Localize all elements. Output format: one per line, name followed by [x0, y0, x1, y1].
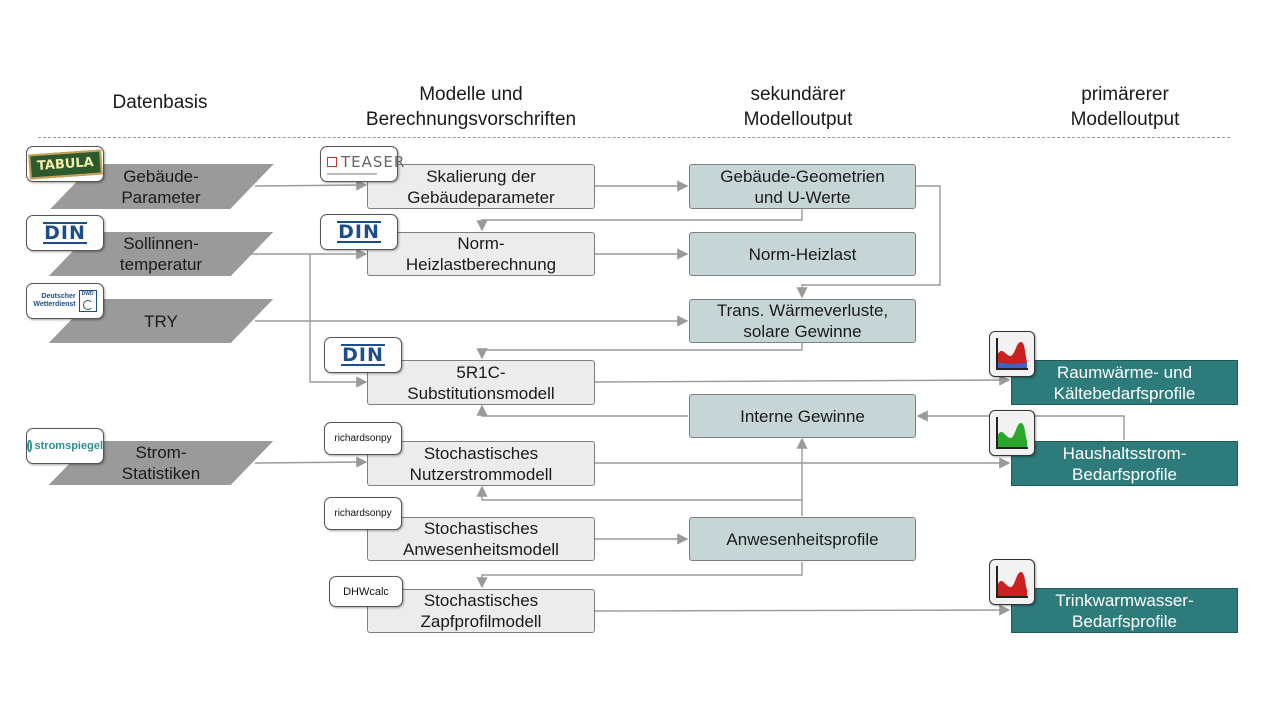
header-datenbasis: Datenbasis — [112, 92, 208, 113]
secondary-norm-heizlast: Norm-Heizlast — [689, 232, 916, 276]
dhwcalc-logo: DHWcalc — [329, 576, 403, 607]
header-primaer: primärerer Modelloutput — [1070, 84, 1180, 130]
header-modelle: Modelle und Berechnungsvorschriften — [365, 84, 577, 130]
electricity-profile-icon — [989, 410, 1035, 456]
heating-cooling-profile-icon — [989, 331, 1035, 377]
din-logo-5r1c: DIN — [324, 337, 402, 373]
primary-haushaltsstrom: Haushaltsstrom-Bedarfsprofile — [1011, 441, 1238, 486]
primary-trinkwarmwasser: Trinkwarmwasser-Bedarfsprofile — [1011, 588, 1238, 633]
model-norm-heizlastberechnung: Norm-Heizlastberechnung — [367, 232, 595, 276]
richardsonpy-logo-anwesenheit: richardsonpy — [324, 497, 402, 530]
input-strom-statistiken-label: Strom-Statistiken — [121, 443, 201, 483]
teaser-logo: TEASER — [320, 146, 404, 182]
secondary-trans-waermeverluste: Trans. Wärmeverluste,solare Gewinne — [689, 299, 916, 343]
model-5r1c: 5R1C-Substitutionsmodell — [367, 360, 595, 405]
din-logo: DIN — [26, 215, 104, 251]
secondary-anwesenheitsprofile: Anwesenheitsprofile — [689, 517, 916, 561]
secondary-interne-gewinne: Interne Gewinne — [689, 394, 916, 438]
richardsonpy-logo-nutzerstrom: richardsonpy — [324, 422, 402, 455]
input-sollinnentemperatur-label: Sollinnen-temperatur — [119, 234, 203, 274]
header-divider — [38, 137, 1230, 138]
stromspiegel-logo: stromspiegel — [26, 428, 104, 464]
hot-water-profile-icon — [989, 559, 1035, 605]
din-logo-norm: DIN — [320, 214, 398, 250]
input-try-label: TRY — [144, 311, 178, 331]
tabula-logo: TABULA — [26, 146, 104, 182]
header-sekundaer: sekundärer Modelloutput — [743, 84, 853, 130]
input-gebaeude-parameter-label: Gebäude-Parameter — [121, 166, 201, 207]
